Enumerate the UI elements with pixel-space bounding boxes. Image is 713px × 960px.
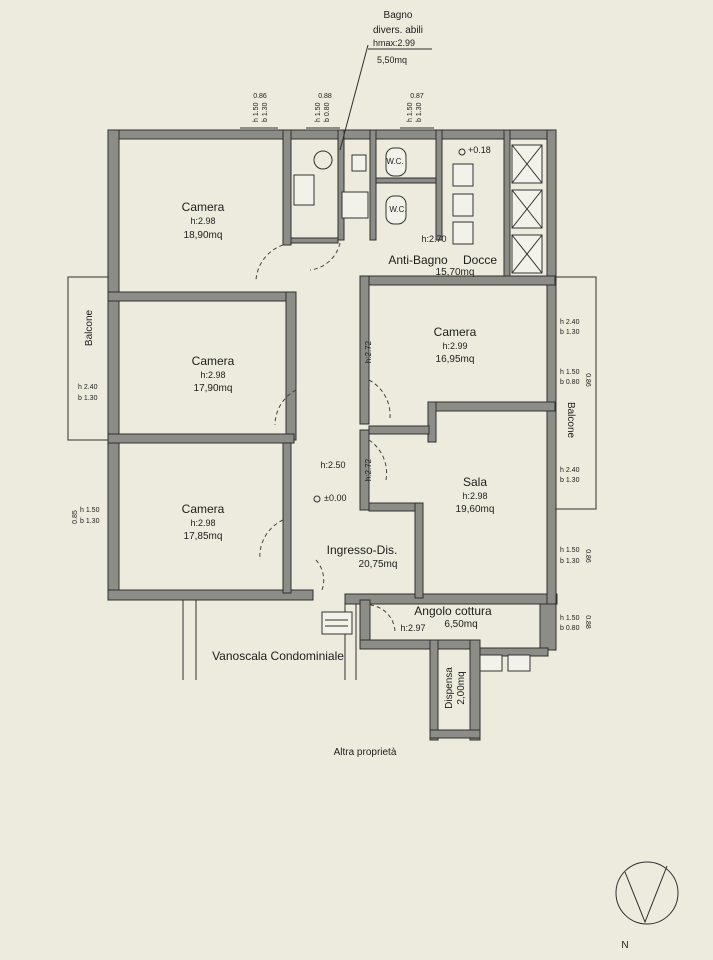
w1-b: b 1.30 bbox=[262, 102, 269, 122]
staircase-area bbox=[182, 600, 357, 680]
r1-h: h 2.40 bbox=[560, 319, 580, 326]
w3-b: b 1.30 bbox=[416, 102, 423, 122]
accessible-toilet-icon bbox=[293, 174, 315, 206]
north-arrow: N bbox=[615, 861, 679, 951]
dispensa-name: Dispensa bbox=[444, 667, 455, 709]
camera-3-name: Camera bbox=[182, 502, 225, 516]
ingresso-name: Ingresso-Dis. bbox=[327, 543, 398, 557]
camera-2-area: 17,90mq bbox=[194, 383, 233, 394]
w3-h: h 1.50 bbox=[407, 102, 414, 122]
r3-h: h 2.40 bbox=[560, 467, 580, 474]
kitchen-hob-icon bbox=[507, 654, 531, 672]
w2-width: 0.88 bbox=[318, 93, 332, 100]
angolo-height: h:2.97 bbox=[400, 623, 425, 633]
w2-b: b 0.80 bbox=[324, 102, 331, 122]
camera-4-name: Camera bbox=[434, 325, 477, 339]
balcone-left-label: Balcone bbox=[84, 309, 95, 346]
sala-name: Sala bbox=[463, 475, 487, 489]
h272-label-a: h:2.72 bbox=[364, 340, 373, 363]
altra-proprieta-label: Altra proprietà bbox=[334, 747, 397, 758]
balcone-right bbox=[555, 276, 597, 510]
north-arrow-icon bbox=[615, 861, 679, 925]
balconies bbox=[67, 276, 597, 510]
camera-2-name: Camera bbox=[192, 354, 235, 368]
w3-width: 0.87 bbox=[410, 93, 424, 100]
bagno-height: hmax:2.99 bbox=[373, 38, 415, 48]
w1-width: 0.86 bbox=[253, 93, 267, 100]
lw-width: 0.85 bbox=[72, 510, 79, 524]
sala-height: h:2.98 bbox=[462, 491, 487, 501]
wheelchair-icon bbox=[313, 150, 333, 170]
r5-h: h 1.50 bbox=[560, 615, 580, 622]
bagno-name-2: divers. abili bbox=[373, 25, 423, 36]
other-labels: W.C. W.C. +0.18 ±0.00 Balcone Balcone h:… bbox=[84, 145, 576, 758]
camera-3-area: 17,85mq bbox=[184, 531, 223, 542]
antibagno-height: h:2.70 bbox=[421, 234, 446, 244]
doors bbox=[255, 242, 396, 633]
lw-b: b 1.30 bbox=[80, 518, 100, 525]
camera-1-area: 18,90mq bbox=[184, 230, 223, 241]
lb-b: b 1.30 bbox=[78, 395, 98, 402]
camera-4-height: h:2.99 bbox=[442, 341, 467, 351]
bidet-icon bbox=[351, 154, 367, 172]
ingresso-area: 20,75mq bbox=[359, 559, 398, 570]
r5-b: b 0.80 bbox=[560, 625, 580, 632]
bagno-area: 5,50mq bbox=[377, 55, 407, 65]
level-marker-icon bbox=[313, 495, 321, 503]
angolo-area: 6,50mq bbox=[444, 619, 477, 630]
r4-width: 0.86 bbox=[584, 549, 591, 563]
vanoscala-label: Vanoscala Condominiale bbox=[212, 649, 344, 663]
window-labels: 0.86 h 1.50 b 1.30 0.88 h 1.50 b 0.80 0.… bbox=[72, 93, 591, 632]
bagno-sink-icon bbox=[341, 191, 369, 219]
entrance-step bbox=[321, 611, 353, 635]
angolo-name: Angolo cottura bbox=[414, 604, 492, 618]
balcone-left bbox=[67, 276, 109, 441]
lw-h: h 1.50 bbox=[80, 507, 100, 514]
r2-b: b 0.80 bbox=[560, 379, 580, 386]
wc-label-1: W.C. bbox=[386, 157, 403, 166]
r5-width: 0.88 bbox=[584, 615, 591, 629]
wc-label-2: W.C. bbox=[389, 205, 406, 214]
r4-h: h 1.50 bbox=[560, 547, 580, 554]
sink-3-icon bbox=[452, 221, 474, 245]
camera-4-area: 16,95mq bbox=[436, 354, 475, 365]
level-label-1: +0.18 bbox=[468, 145, 491, 155]
antibagno-area: 15,70mq bbox=[436, 267, 475, 278]
r3-b: b 1.30 bbox=[560, 477, 580, 484]
camera-3-height: h:2.98 bbox=[190, 518, 215, 528]
docce-name: Docce bbox=[463, 253, 497, 267]
room-labels: Bagno divers. abili hmax:2.99 5,50mq Cam… bbox=[182, 10, 498, 709]
camera-2-height: h:2.98 bbox=[200, 370, 225, 380]
bagno-name-1: Bagno bbox=[384, 10, 413, 21]
sink-1-icon bbox=[452, 163, 474, 187]
antibagno-name: Anti-Bagno bbox=[388, 253, 448, 267]
interior-walls bbox=[107, 129, 557, 741]
r2-width: 0.86 bbox=[584, 373, 591, 387]
w1-h: h 1.50 bbox=[253, 102, 260, 122]
bagno-leader-line bbox=[339, 44, 369, 151]
r4-b: b 1.30 bbox=[560, 558, 580, 565]
kitchen-sink-icon bbox=[479, 654, 503, 672]
north-label: N bbox=[621, 940, 628, 951]
h272-label-b: h:2.72 bbox=[364, 458, 373, 481]
toilet-2-icon bbox=[385, 195, 407, 225]
lb-h: h 2.40 bbox=[78, 384, 98, 391]
level-marker-icon-2 bbox=[458, 148, 466, 156]
bathroom-fixtures bbox=[293, 144, 543, 672]
exterior-walls bbox=[107, 129, 558, 651]
balcone-right-label: Balcone bbox=[565, 402, 576, 439]
camera-1-height: h:2.98 bbox=[190, 216, 215, 226]
w2-h: h 1.50 bbox=[315, 102, 322, 122]
level-label-2: ±0.00 bbox=[324, 493, 346, 503]
r1-b: b 1.30 bbox=[560, 329, 580, 336]
toilet-1-icon bbox=[385, 147, 407, 177]
sink-2-icon bbox=[452, 193, 474, 217]
r2-h: h 1.50 bbox=[560, 369, 580, 376]
sala-area: 19,60mq bbox=[456, 504, 495, 515]
camera-1-name: Camera bbox=[182, 200, 225, 214]
ingresso-height: h:2.50 bbox=[320, 460, 345, 470]
dispensa-area: 2,00mq bbox=[456, 671, 467, 704]
